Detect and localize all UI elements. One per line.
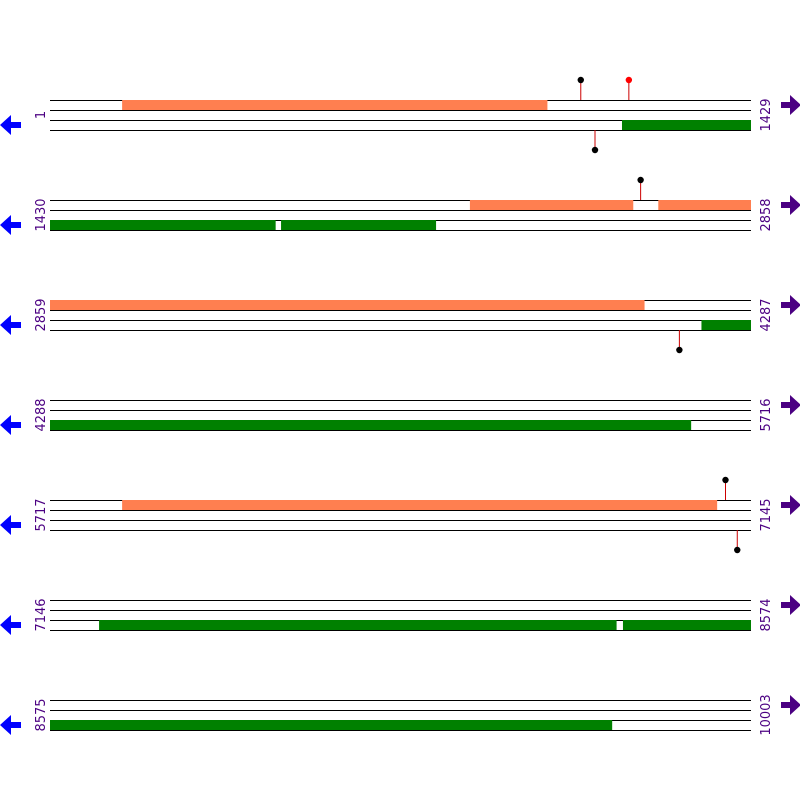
marker-head [577,76,584,84]
row-start-label: 1 [34,111,49,119]
forward-feature [469,200,634,210]
sequence-row: 7146 8574 [0,595,800,635]
sequence-row: 5717 7145 [0,476,800,554]
reverse-feature [99,620,617,630]
left-arrow-icon [0,215,21,235]
right-arrow-icon [781,95,800,115]
left-arrow-icon [0,615,21,635]
right-arrow-icon [781,495,800,515]
marker-head [734,546,741,554]
left-arrow-icon [0,415,21,435]
reverse-feature [50,720,613,730]
row-end-label: 7145 [759,498,774,531]
marker-head [637,176,644,184]
right-arrow-icon [781,595,800,615]
row-end-label: 8574 [759,598,774,631]
row-start-label: 4288 [34,398,49,431]
reverse-feature [621,120,751,130]
reverse-feature [281,220,437,230]
row-end-label: 2858 [759,198,774,231]
marker-head [591,146,599,154]
right-arrow-icon [781,195,800,215]
forward-feature [122,100,548,110]
right-arrow-icon [781,295,800,315]
forward-feature [50,300,645,310]
left-arrow-icon [0,315,21,335]
reverse-feature [50,420,692,430]
left-arrow-icon [0,115,21,135]
row-start-label: 7146 [34,598,49,631]
reverse-feature [622,620,751,630]
row-end-label: 4287 [759,298,774,331]
right-arrow-icon [781,695,800,715]
sequence-row: 8575 10003 [0,694,800,736]
row-start-label: 5717 [34,498,49,531]
sequence-row: 1430 2858 [0,176,800,235]
row-start-label: 8575 [34,698,49,731]
sequence-row: 2859 4287 [0,295,800,354]
sequence-row: 4288 5716 [0,395,800,435]
row-end-label: 10003 [759,694,774,735]
marker-head [722,476,729,484]
marker-head [625,76,633,84]
reverse-feature [701,320,751,330]
row-start-label: 1430 [34,198,49,231]
row-end-label: 5716 [759,398,774,431]
right-arrow-icon [781,395,800,415]
row-end-label: 1429 [759,98,774,131]
sequence-row: 1 1429 [0,76,800,154]
left-arrow-icon [0,515,21,535]
marker-head [676,346,683,354]
left-arrow-icon [0,715,21,735]
reverse-feature [50,220,276,230]
row-start-label: 2859 [34,298,49,331]
forward-feature [122,500,718,510]
forward-feature [658,200,751,210]
